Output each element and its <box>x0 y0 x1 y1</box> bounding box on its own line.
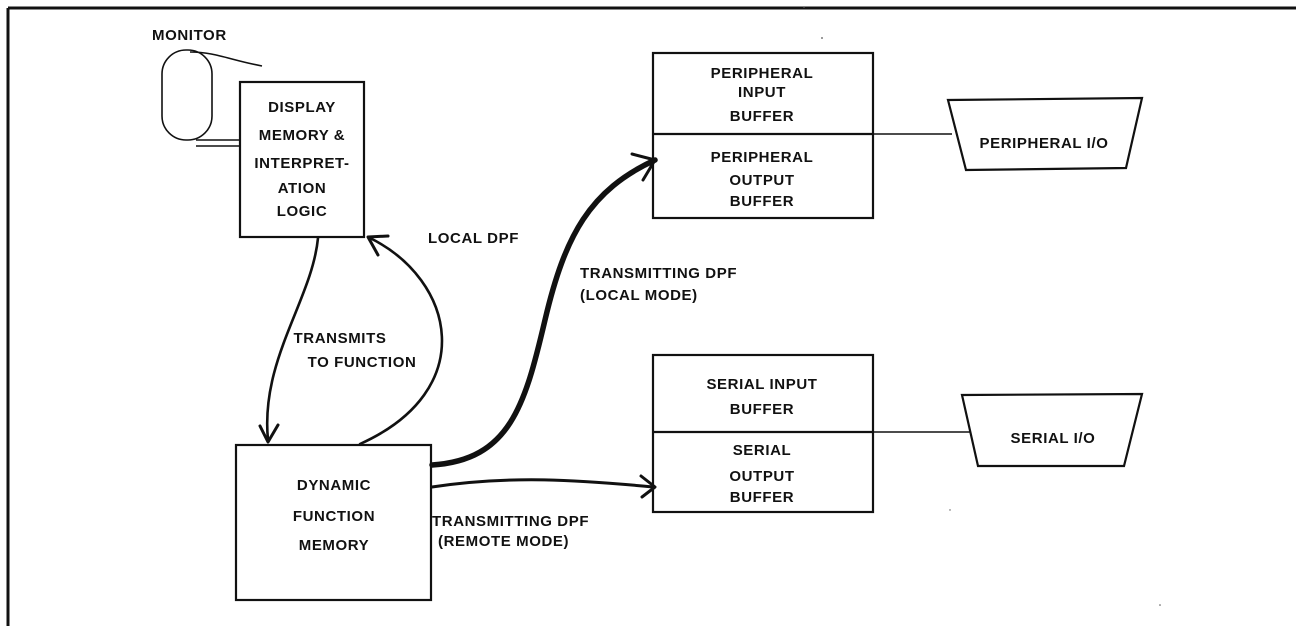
peripheral-input-line-2: INPUT <box>738 84 786 101</box>
serial-io-box: SERIAL I/O <box>960 392 1144 468</box>
peripheral-buffer-box: PERIPHERAL INPUT BUFFER PERIPHERAL OUTPU… <box>651 51 875 220</box>
local-dpf-arrow <box>358 234 444 446</box>
serial-io-label: SERIAL I/O <box>1011 430 1096 447</box>
peripheral-input-line-3: BUFFER <box>730 108 794 125</box>
transmitting-local-label-2: (LOCAL MODE) <box>580 287 698 304</box>
serial-output-line-3: BUFFER <box>730 489 794 506</box>
transmits-to-function-arrow <box>258 236 320 444</box>
dynamic-function-memory-line-2: FUNCTION <box>293 508 375 525</box>
transmitting-local-label-1: TRANSMITTING DPF <box>580 265 737 282</box>
dynamic-function-memory-line-3: MEMORY <box>299 537 370 554</box>
serial-buffer-box: SERIAL INPUT BUFFER SERIAL OUTPUT BUFFER <box>651 353 875 514</box>
dynamic-function-memory-box: DYNAMIC FUNCTION MEMORY <box>234 443 433 602</box>
serial-input-line-2: BUFFER <box>730 401 794 418</box>
display-memory-line-1: DISPLAY <box>268 99 336 116</box>
peripheral-io-label: PERIPHERAL I/O <box>980 135 1109 152</box>
display-memory-line-3: INTERPRET- <box>254 155 349 172</box>
peripheral-io-box: PERIPHERAL I/O <box>946 96 1144 172</box>
serial-output-line-2: OUTPUT <box>729 468 794 485</box>
display-memory-line-2: MEMORY & <box>259 127 345 144</box>
transmits-to-function-label-2: TO FUNCTION <box>308 354 417 371</box>
peripheral-input-line-1: PERIPHERAL <box>711 65 814 82</box>
dynamic-function-memory-line-1: DYNAMIC <box>297 477 371 494</box>
transmits-to-function-label-1: TRANSMITS <box>294 330 387 347</box>
peripheral-output-line-3: BUFFER <box>730 193 794 210</box>
display-memory-box: DISPLAY MEMORY & INTERPRET- ATION LOGIC <box>238 80 366 239</box>
serial-input-line-1: SERIAL INPUT <box>706 376 817 393</box>
monitor-label: MONITOR <box>152 27 227 44</box>
transmitting-remote-arrow <box>430 474 657 499</box>
transmitting-local-arrow <box>429 152 658 468</box>
peripheral-output-line-1: PERIPHERAL <box>711 149 814 166</box>
scan-specks <box>803 6 1161 606</box>
local-dpf-label: LOCAL DPF <box>428 230 519 247</box>
serial-output-line-1: SERIAL <box>733 442 792 459</box>
transmitting-remote-label-2: (REMOTE MODE) <box>438 533 569 550</box>
peripheral-output-line-2: OUTPUT <box>729 172 794 189</box>
display-memory-line-5: LOGIC <box>277 203 328 220</box>
transmitting-remote-label-1: TRANSMITTING DPF <box>432 513 589 530</box>
display-memory-line-4: ATION <box>278 180 327 197</box>
monitor-icon <box>161 49 263 147</box>
